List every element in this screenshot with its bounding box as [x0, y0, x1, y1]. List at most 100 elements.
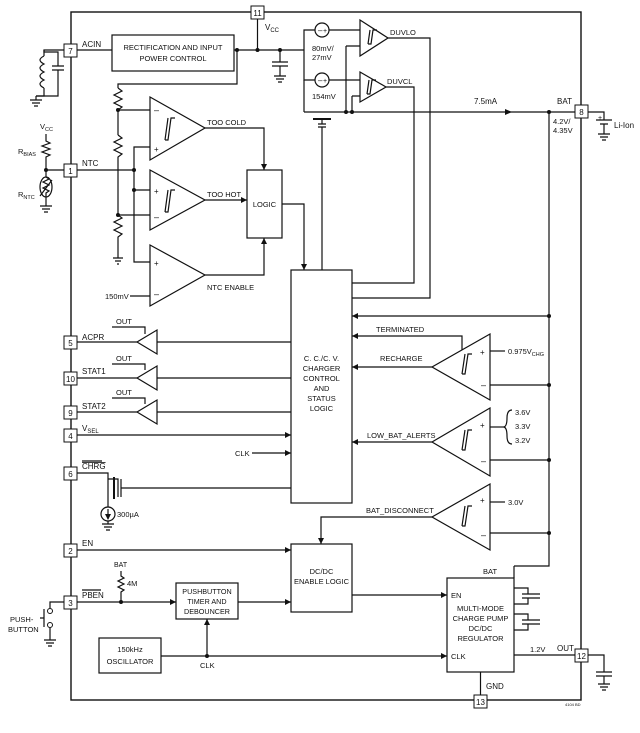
pushbutton-timer-block [175, 582, 239, 620]
stat1-label: STAT1 [82, 367, 106, 376]
pass-transistor [313, 118, 331, 270]
pin-9: 9 [63, 405, 78, 420]
label-1-2v: 1.2V [530, 645, 545, 654]
svg-text:+: + [154, 187, 159, 196]
dcdc-label-1: DC/DC [310, 567, 334, 576]
acin-source-coil [30, 49, 64, 107]
charger-label-4: AND [314, 384, 330, 393]
svg-text:+: + [480, 348, 485, 357]
svg-text:+: + [480, 421, 485, 430]
pin-6: 6 [63, 466, 78, 481]
pump-en-label: EN [451, 591, 461, 600]
chrg-current-source: 300µA [77, 472, 291, 531]
logic-label: LOGIC [253, 200, 277, 209]
svg-text:–: – [318, 26, 323, 35]
label-3-6v: 3.6V [515, 408, 530, 417]
duvlo-label: DUVLO [390, 28, 416, 37]
terminated-label: TERMINATED [376, 325, 425, 334]
pin-11-number: 11 [253, 9, 262, 18]
vcc-pin-label: VCC [265, 23, 280, 34]
bat-pin-label: BAT [557, 97, 572, 106]
label-154mv: 154mV [312, 92, 336, 101]
out-pin-label: OUT [557, 644, 574, 653]
ntc-label: NTC [82, 159, 99, 168]
pin-2: 2 [63, 543, 78, 558]
comparator-ntc-enable: + – NTC ENABLE [149, 243, 254, 308]
recharge-label: RECHARGE [380, 354, 423, 363]
pin-10-number: 10 [66, 375, 75, 384]
label-27mv: 27mV [312, 53, 332, 62]
pin-11: 11 [250, 5, 265, 20]
pump-label-1: MULTI-MODE [457, 604, 504, 613]
output-capacitor [588, 654, 612, 691]
svg-text:OUT: OUT [116, 317, 132, 326]
pin-13: 13 [473, 694, 488, 709]
pin-2-number: 2 [68, 547, 73, 556]
pin-5-number: 5 [68, 339, 73, 348]
li-ion-label: Li-Ion [614, 121, 634, 130]
pin-4-number: 4 [68, 432, 73, 441]
svg-text:–: – [154, 289, 159, 299]
pin-5: 5 [63, 335, 78, 350]
buffer-acpr: OUT [77, 317, 291, 356]
svg-text:–: – [154, 212, 159, 222]
svg-text:+: + [598, 115, 602, 122]
label-3-3v: 3.3V [515, 422, 530, 431]
pin-1-number: 1 [68, 167, 73, 176]
svg-text:+: + [323, 78, 327, 85]
pin-1: 1 [63, 163, 78, 178]
label-4m: 4M [127, 579, 137, 588]
chip-outline [70, 11, 582, 701]
pullup-resistor-4m: BAT 4M [114, 562, 137, 604]
figure-code: 4104 BD [565, 702, 581, 707]
charger-label-5: STATUS [307, 394, 335, 403]
duvcl-label: DUVCL [387, 77, 412, 86]
svg-text:+: + [154, 145, 159, 154]
comparator-low-bat-alerts: + – [430, 406, 491, 478]
dcdc-label-2: ENABLE LOGIC [294, 577, 350, 586]
charger-label-6: LOGIC [310, 404, 334, 413]
label-300ua: 300µA [117, 510, 139, 519]
push-timer-label-3: DEBOUNCER [184, 607, 230, 616]
ntc-resistor-divider [112, 87, 124, 265]
svg-text:–: – [481, 530, 486, 540]
push-label-1: PUSH- [10, 615, 34, 624]
vcc-sense-source-80mv: – + [314, 22, 330, 38]
pin-3: 3 [63, 595, 78, 610]
pump-bat-label: BAT [483, 567, 497, 576]
flying-capacitors [514, 587, 540, 631]
svg-text:RBIAS: RBIAS [18, 147, 36, 158]
svg-text:+: + [154, 259, 159, 268]
pin-12: 12 [574, 648, 589, 663]
charger-label-3: CONTROL [303, 374, 340, 383]
acpr-label: ACPR [82, 333, 104, 342]
osc-label-1: 150kHz [117, 645, 143, 654]
clk-label-osc: CLK [200, 661, 215, 670]
buffer-stat2: OUT [77, 388, 291, 426]
pump-label-2: CHARGE PUMP [453, 614, 509, 623]
gnd-label: GND [486, 682, 504, 691]
svg-text:RNTC: RNTC [18, 190, 35, 201]
pin-4: 4 [63, 428, 78, 443]
pben-label: PBEN [82, 591, 104, 600]
too-cold-label: TOO COLD [207, 118, 247, 127]
svg-text:–: – [154, 105, 159, 115]
push-timer-label-2: TIMER AND [187, 597, 226, 606]
osc-label-2: OSCILLATOR [107, 657, 154, 666]
bat-pullup-label: BAT [114, 562, 128, 569]
rectification-block [111, 34, 235, 72]
pin-13-number: 13 [476, 698, 485, 707]
label-150mv: 150mV [105, 292, 129, 301]
label-4-35v: 4.35V [553, 126, 573, 135]
label-7-5ma: 7.5mA [474, 97, 498, 106]
pin-8: 8 [574, 104, 589, 119]
clk-label-charger: CLK [235, 449, 250, 458]
svg-text:OUT: OUT [116, 354, 132, 363]
pin-12-number: 12 [577, 652, 586, 661]
comparator-duvlo: DUVLO [359, 18, 416, 58]
pin-3-number: 3 [68, 599, 73, 608]
external-ntc-network: VCC RBIAS RNTC [18, 122, 64, 213]
pin-8-number: 8 [579, 108, 584, 117]
pin-6-number: 6 [68, 470, 73, 479]
